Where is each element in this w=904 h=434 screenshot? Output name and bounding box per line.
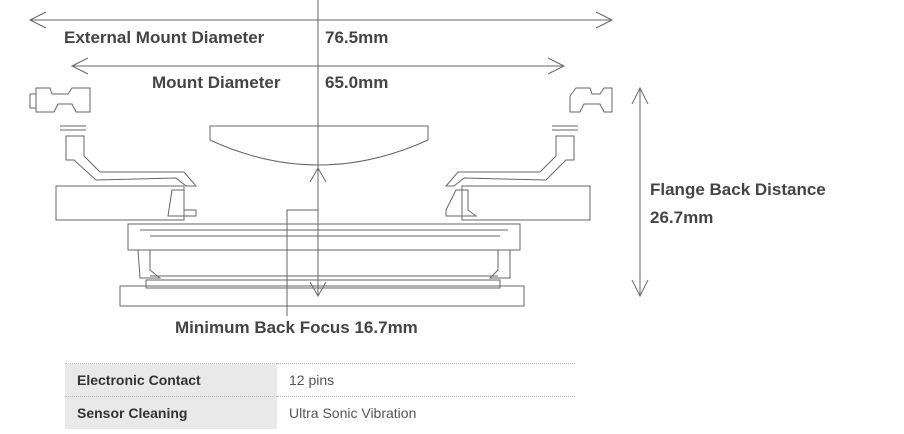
- flange-back-value: 26.7mm: [650, 208, 714, 227]
- mount-label: Mount Diameter: [152, 73, 281, 92]
- external-mount-label: External Mount Diameter: [64, 28, 265, 47]
- flange-back-label: Flange Back Distance 26.7mm: [650, 176, 826, 232]
- external-mount-arrow: [28, 11, 614, 29]
- spec-value: 12 pins: [277, 363, 575, 397]
- sensor-assembly: [119, 223, 525, 307]
- spec-key: Sensor Cleaning: [65, 396, 277, 429]
- flange-back-arrow: [631, 86, 649, 298]
- table-row: Sensor Cleaning Ultra Sonic Vibration: [65, 396, 575, 429]
- min-back-focus-label: Minimum Back Focus 16.7mm: [175, 318, 418, 337]
- right-mount-bracket: [444, 87, 613, 221]
- spec-table: Electronic Contact 12 pins Sensor Cleani…: [65, 363, 575, 429]
- table-row: Electronic Contact 12 pins: [65, 363, 575, 397]
- flange-back-title: Flange Back Distance: [650, 180, 826, 199]
- left-mount-bracket: [29, 87, 198, 221]
- mount-value: 65.0mm: [325, 73, 389, 92]
- spec-key: Electronic Contact: [65, 363, 277, 397]
- lens-element: [209, 125, 429, 166]
- external-mount-value: 76.5mm: [325, 28, 389, 47]
- min-back-focus-pointer: [286, 209, 318, 316]
- spec-value: Ultra Sonic Vibration: [277, 396, 575, 429]
- center-axis: [309, 0, 327, 298]
